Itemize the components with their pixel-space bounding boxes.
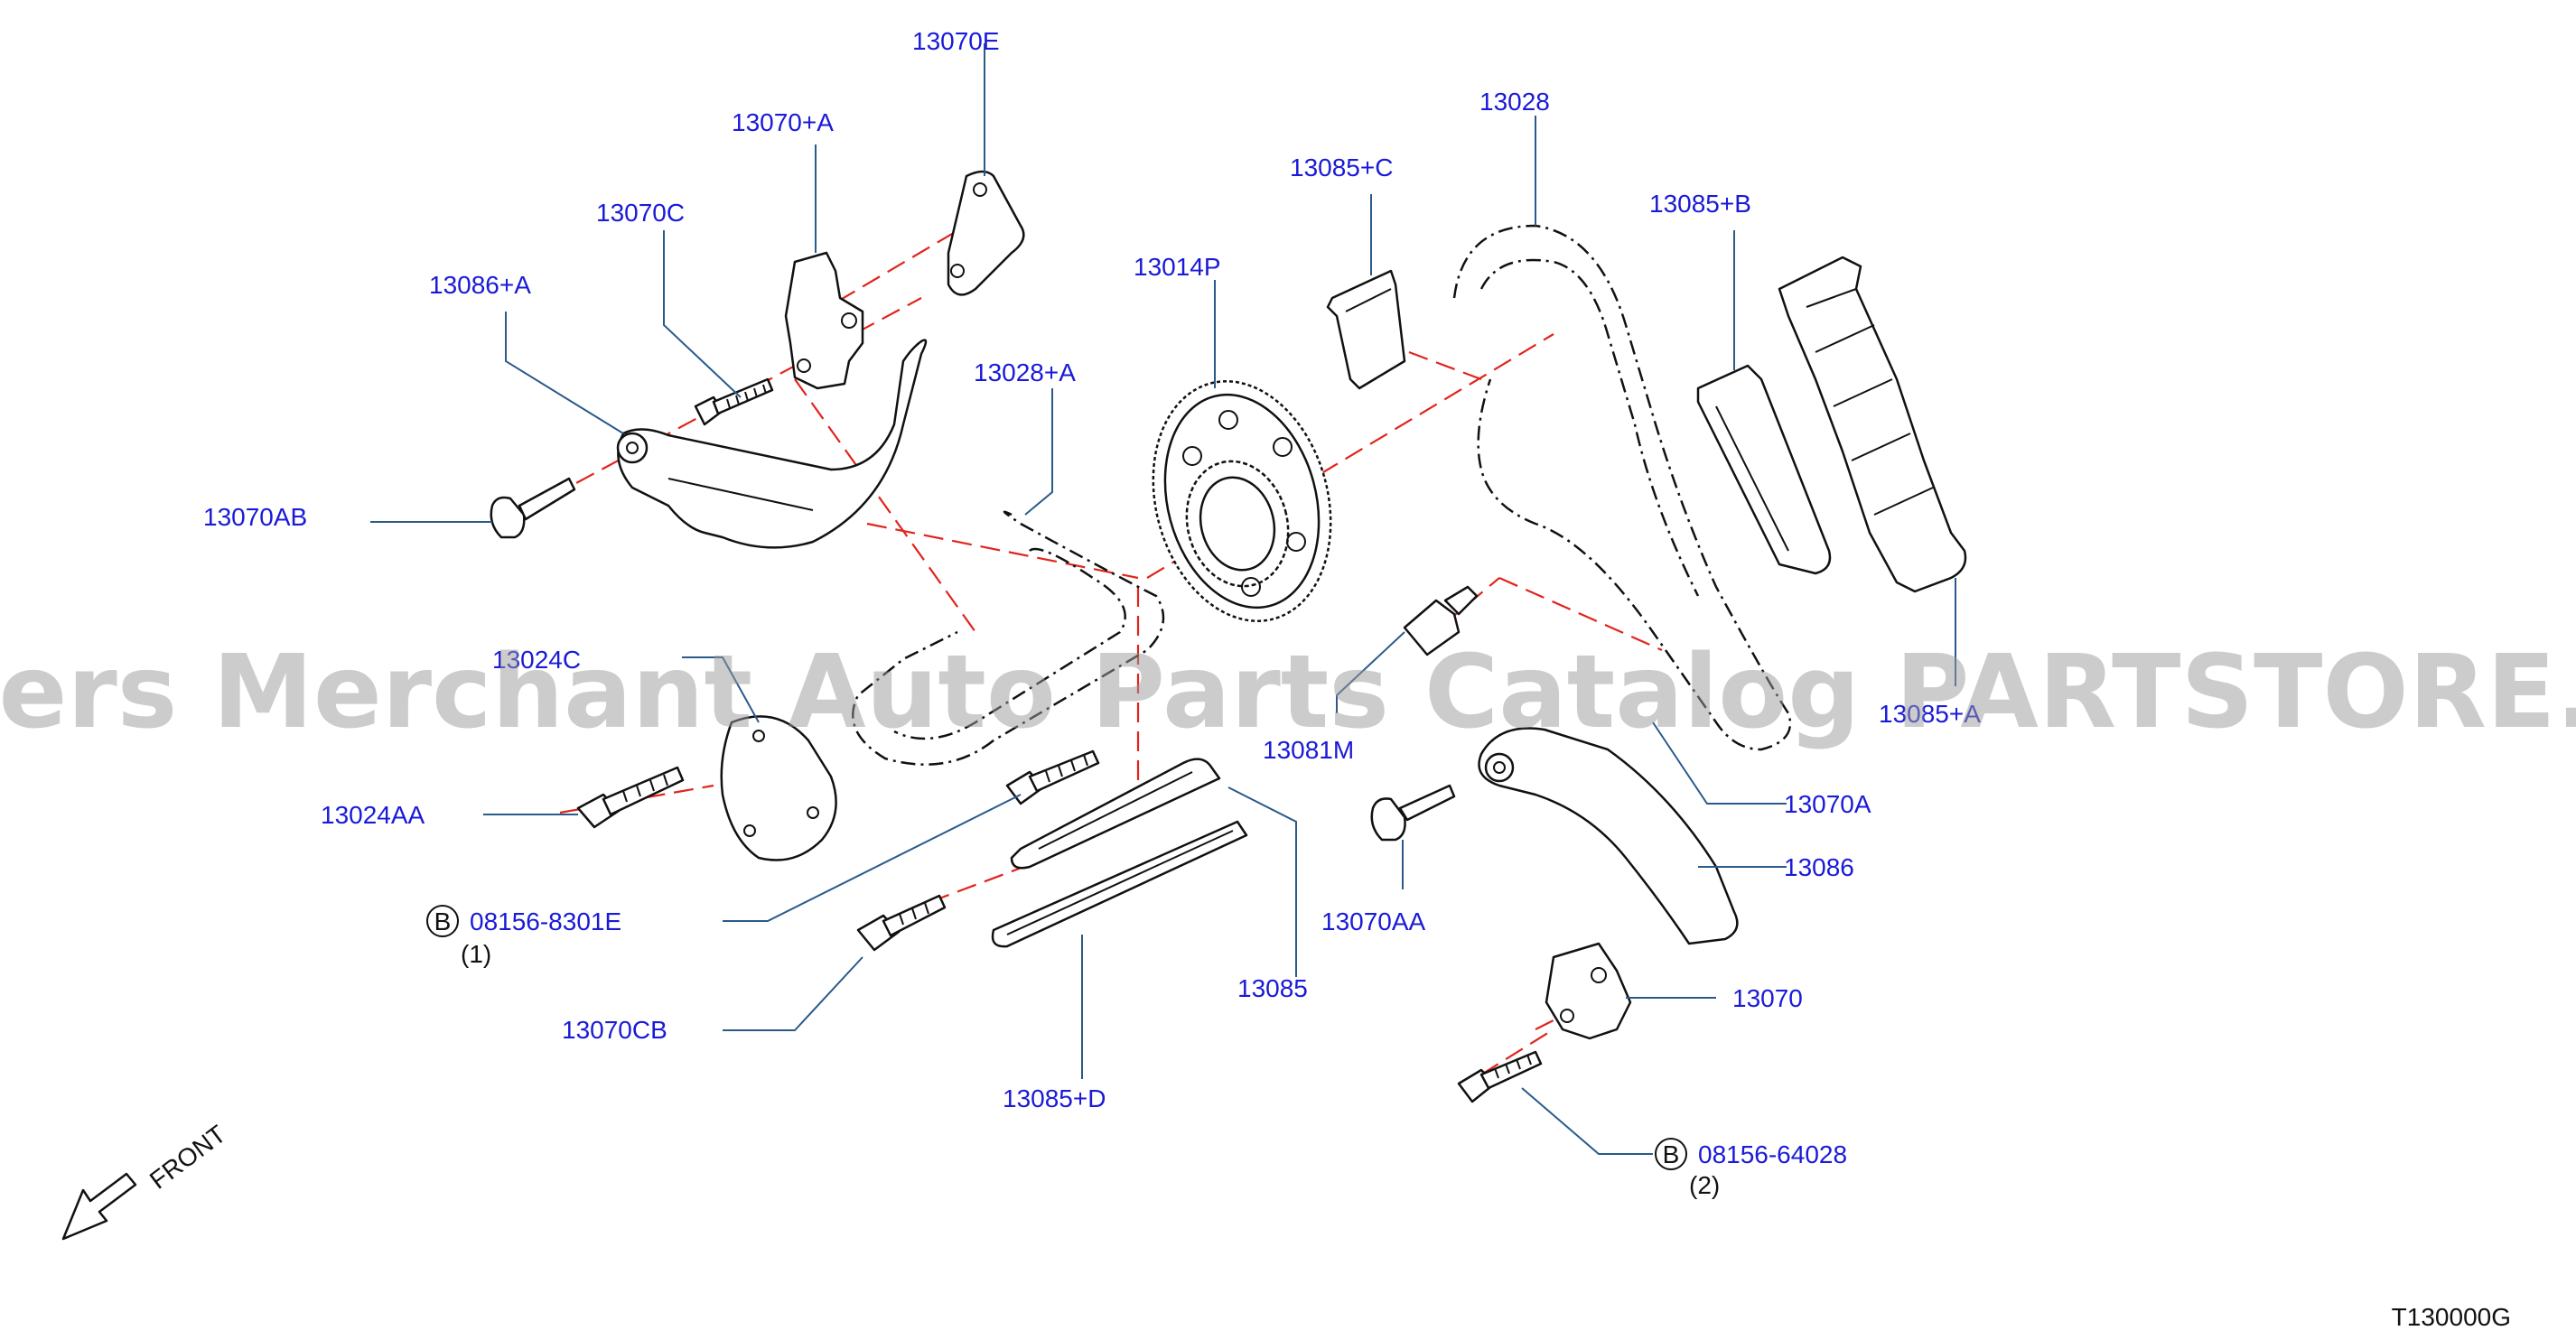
bolt-13070cb — [856, 894, 947, 952]
pin-13081m — [1403, 585, 1479, 656]
label-08156-64028[interactable]: 08156-64028 — [1698, 1140, 1847, 1168]
label-13070a-plus[interactable]: 13070+A — [732, 108, 834, 136]
label-13081m[interactable]: 13081M — [1263, 736, 1354, 764]
label-13070[interactable]: 13070 — [1732, 984, 1803, 1012]
lower-chain-guide — [1478, 727, 1739, 945]
callout-08156-64028[interactable]: B 08156-64028 (2) — [1655, 1138, 1847, 1199]
guide-13085 — [1010, 758, 1221, 870]
watermark: Offers Merchant Auto Parts Catalog PARTS… — [0, 634, 2576, 751]
label-13014p[interactable]: 13014P — [1134, 253, 1221, 281]
diagram-code: T130000G — [2392, 1303, 2511, 1331]
badge-b-circle — [1655, 1138, 1687, 1170]
label-13070ab[interactable]: 13070AB — [203, 503, 307, 531]
qty-2: (2) — [1689, 1171, 1720, 1199]
label-13085b-plus[interactable]: 13085+B — [1649, 190, 1751, 218]
upper-tensioner — [784, 251, 864, 390]
pin-13070aa — [1370, 784, 1456, 842]
label-13028a-plus[interactable]: 13028+A — [974, 358, 1076, 386]
label-13070aa[interactable]: 13070AA — [1321, 907, 1426, 935]
tensioner-gasket — [947, 170, 1025, 296]
part-labels: 13070E 13070+A 13070C 13086+A 13070AB 13… — [203, 27, 1981, 1199]
callout-08156-8301e[interactable]: B 08156-8301E (1) — [426, 905, 621, 968]
pin-13070ab — [490, 477, 576, 539]
left-chain — [852, 510, 1165, 766]
bolt-13024aa — [576, 766, 685, 829]
label-13085[interactable]: 13085 — [1237, 974, 1308, 1002]
front-arrow-icon — [61, 1172, 137, 1241]
label-13070a[interactable]: 13070A — [1784, 790, 1871, 818]
bolt-13070c — [694, 377, 774, 426]
label-13070c[interactable]: 13070C — [596, 199, 685, 227]
guide-13085a — [1778, 256, 1967, 593]
badge-b-letter: B — [1663, 1140, 1680, 1168]
guide-13085c — [1326, 269, 1406, 390]
guide-13085b — [1696, 364, 1832, 575]
label-08156-8301e[interactable]: 08156-8301E — [470, 907, 621, 935]
label-13028[interactable]: 13028 — [1479, 88, 1550, 116]
label-13070cb[interactable]: 13070CB — [562, 1016, 667, 1044]
label-13024aa[interactable]: 13024AA — [321, 801, 425, 829]
label-13085d-plus[interactable]: 13085+D — [1003, 1084, 1106, 1112]
qty-1: (1) — [461, 940, 491, 968]
label-13070e[interactable]: 13070E — [912, 27, 1000, 55]
sprocket-13014p — [1152, 380, 1332, 622]
label-13086a-plus[interactable]: 13086+A — [429, 271, 531, 299]
badge-b-letter: B — [434, 907, 452, 935]
leader-lines — [370, 43, 1956, 1155]
right-chain — [1452, 224, 1792, 751]
bolt-08156-8301e — [1005, 749, 1100, 805]
front-indicator: FRONT — [61, 1120, 231, 1241]
label-13086[interactable]: 13086 — [1784, 853, 1854, 881]
upper-chain-guide — [616, 339, 928, 549]
bolt-08156-64028 — [1457, 1050, 1543, 1103]
guide-13085d — [991, 820, 1248, 948]
label-13024c[interactable]: 13024C — [492, 646, 581, 674]
label-13085c-plus[interactable]: 13085+C — [1290, 154, 1393, 181]
front-label: FRONT — [145, 1120, 231, 1195]
plate-13024c — [720, 715, 837, 861]
label-13085a-plus[interactable]: 13085+A — [1879, 700, 1981, 728]
lower-tensioner — [1545, 942, 1632, 1040]
badge-b-circle — [426, 905, 459, 937]
